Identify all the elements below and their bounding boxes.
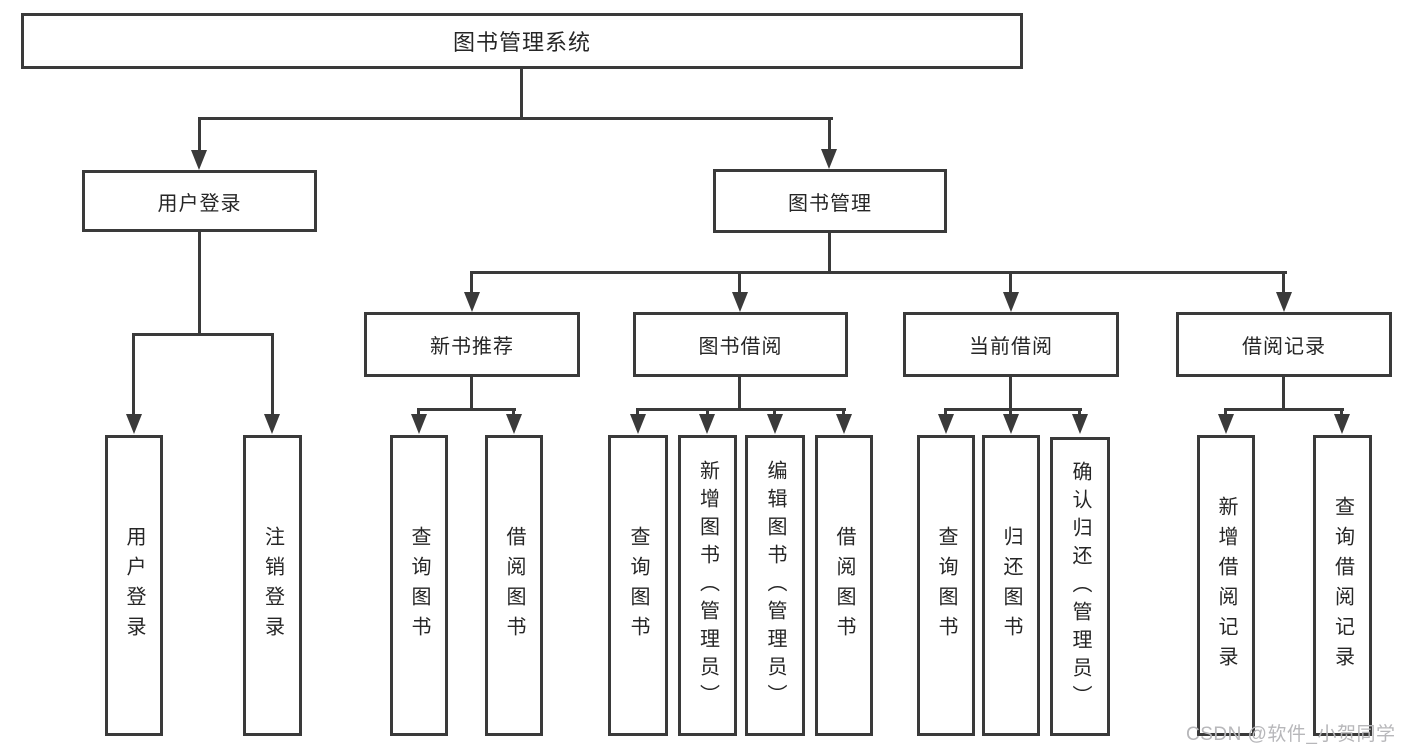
arrowhead-down-icon	[411, 414, 427, 434]
node-label: 新增借阅记录	[1215, 495, 1237, 676]
connector-leaf-stub	[1224, 408, 1227, 418]
connector-recommend-stem	[470, 377, 473, 411]
connector-leaf-stub	[842, 408, 845, 418]
node-label: 当前借阅	[969, 336, 1053, 358]
arrowhead-down-icon	[1334, 414, 1350, 434]
arrowhead-down-icon	[1276, 292, 1292, 312]
node-label: 借阅图书	[503, 525, 525, 646]
node-label: 查询图书	[627, 525, 649, 646]
connector-leaf-stub	[636, 408, 639, 418]
connector-records-bar	[1224, 408, 1344, 411]
arrowhead-down-icon	[1003, 414, 1019, 434]
node-label: 图书管理	[788, 192, 872, 215]
connector-to-current-borrowing	[1009, 271, 1012, 295]
arrowhead-down-icon	[938, 414, 954, 434]
node-label: 注销登录	[261, 525, 284, 646]
node-logout: 注销登录	[243, 435, 302, 736]
arrowhead-down-icon	[126, 414, 142, 434]
connector-borrowing-stem	[738, 377, 741, 411]
connector-current-bar	[944, 408, 1082, 411]
node-label: 编辑图书（管理员）	[764, 459, 786, 712]
connector-leaf-stub	[773, 408, 776, 418]
connector-root-bar	[198, 117, 833, 120]
node-label: 新书推荐	[430, 336, 514, 358]
node-edit-book-admin: 编辑图书（管理员）	[745, 435, 805, 736]
connector-root-stem	[520, 69, 523, 119]
node-new-book-recommendation: 新书推荐	[364, 312, 580, 377]
arrowhead-down-icon	[699, 414, 715, 434]
connector-to-logout	[271, 333, 274, 416]
node-query-books-recommend: 查询图书	[390, 435, 448, 736]
connector-book-management-stem	[828, 233, 831, 274]
arrowhead-down-icon	[732, 292, 748, 312]
node-label: 用户登录	[157, 192, 242, 215]
connector-leaf-stub	[706, 408, 709, 418]
node-current-borrowing: 当前借阅	[903, 312, 1119, 377]
node-label: 查询借阅记录	[1331, 495, 1354, 676]
node-label: 借阅图书	[833, 525, 855, 646]
node-query-books-borrowing: 查询图书	[608, 435, 668, 736]
node-label: 查询图书	[935, 525, 957, 646]
connector-leaf-stub	[1340, 408, 1343, 418]
connector-to-book-borrowing	[738, 271, 741, 295]
connector-leaf-stub	[417, 408, 420, 418]
arrowhead-down-icon	[630, 414, 646, 434]
node-query-borrow-record: 查询借阅记录	[1313, 435, 1372, 736]
connector-user-login-bar	[132, 333, 274, 336]
connector-recommend-bar	[417, 408, 516, 411]
connector-book-management-bar	[470, 271, 1287, 274]
node-book-borrowing: 图书借阅	[633, 312, 848, 377]
node-borrow-books-borrowing: 借阅图书	[815, 435, 873, 736]
arrowhead-down-icon	[767, 414, 783, 434]
connector-to-borrowing-records	[1282, 271, 1285, 295]
node-label: 查询图书	[408, 525, 430, 646]
connector-leaf-stub	[944, 408, 947, 418]
connector-user-login-stem	[198, 232, 201, 336]
node-return-book: 归还图书	[982, 435, 1040, 736]
arrowhead-down-icon	[836, 414, 852, 434]
connector-root-to-book-management	[828, 117, 831, 152]
arrowhead-down-icon	[1003, 292, 1019, 312]
connector-leaf-stub	[1078, 408, 1081, 418]
connector-leaf-stub	[512, 408, 515, 418]
node-book-management: 图书管理	[713, 169, 947, 233]
node-user-login-leaf: 用户登录	[105, 435, 163, 736]
csdn-watermark: CSDN @软件_小贺同学	[1186, 724, 1396, 745]
node-add-book-admin: 新增图书（管理员）	[678, 435, 737, 736]
node-query-books-current: 查询图书	[917, 435, 975, 736]
connector-to-new-book-recommendation	[470, 271, 473, 295]
arrowhead-down-icon	[191, 150, 207, 170]
node-label: 确认归还（管理员）	[1069, 460, 1091, 713]
connector-leaf-stub	[1009, 408, 1012, 418]
node-confirm-return-admin: 确认归还（管理员）	[1050, 437, 1110, 736]
connector-to-user-login-leaf	[132, 333, 135, 416]
arrowhead-down-icon	[464, 292, 480, 312]
node-label: 图书管理系统	[452, 30, 591, 55]
node-borrow-books-recommend: 借阅图书	[485, 435, 543, 736]
connector-records-stem	[1282, 377, 1285, 411]
arrowhead-down-icon	[506, 414, 522, 434]
node-label: 归还图书	[1000, 525, 1022, 646]
node-borrowing-records: 借阅记录	[1176, 312, 1392, 377]
node-add-borrow-record: 新增借阅记录	[1197, 435, 1255, 736]
node-label: 图书借阅	[698, 336, 783, 358]
connector-current-stem	[1009, 377, 1012, 411]
arrowhead-down-icon	[821, 149, 837, 169]
arrowhead-down-icon	[1218, 414, 1234, 434]
arrowhead-down-icon	[264, 414, 280, 434]
node-library-management-system: 图书管理系统	[21, 13, 1023, 69]
node-label: 新增图书（管理员）	[696, 459, 719, 712]
arrowhead-down-icon	[1072, 414, 1088, 434]
connector-borrowing-bar	[636, 408, 846, 411]
node-label: 借阅记录	[1242, 336, 1326, 358]
connector-root-to-user-login	[198, 117, 201, 153]
node-label: 用户登录	[123, 525, 145, 646]
node-user-login: 用户登录	[82, 170, 317, 232]
